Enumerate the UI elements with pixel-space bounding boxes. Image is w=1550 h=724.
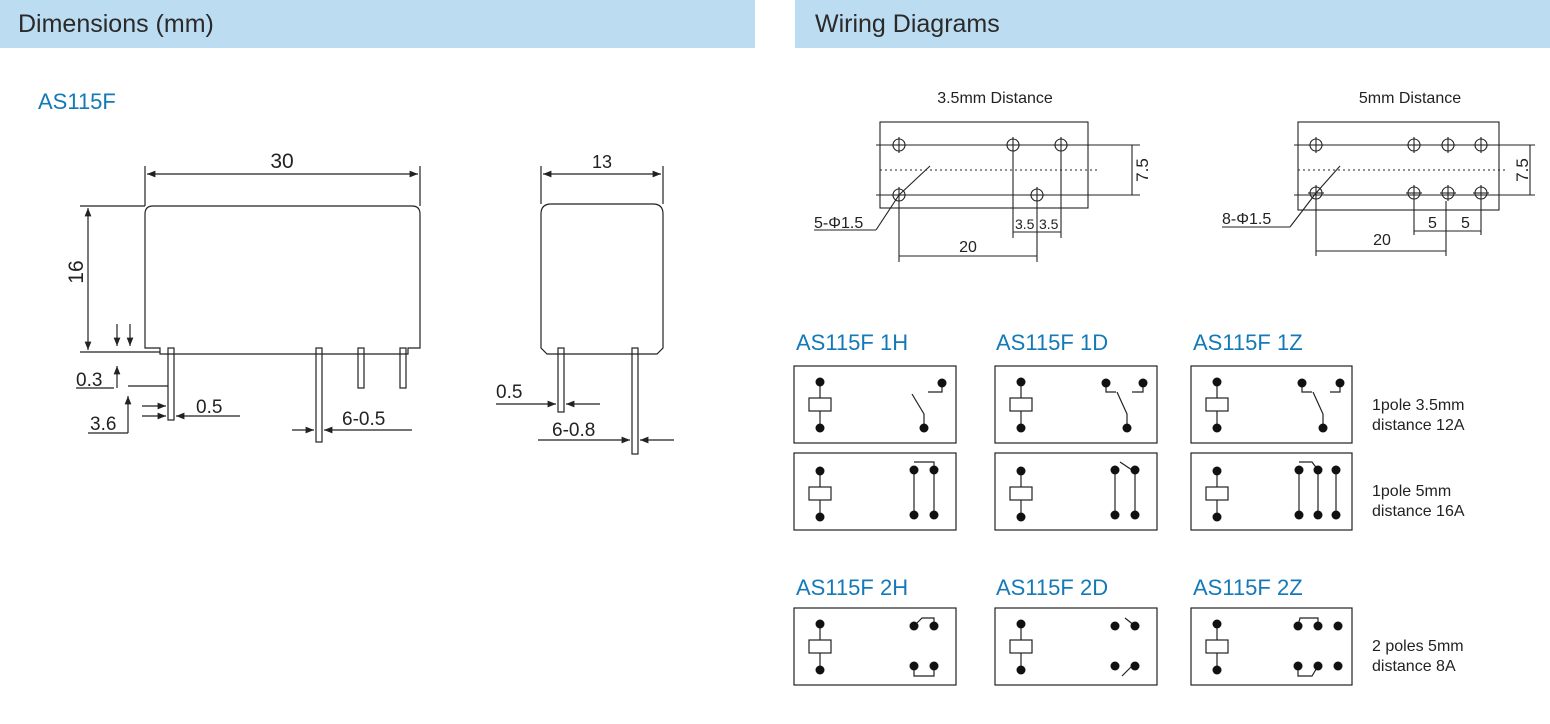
model-1d-title: AS115F 1D	[996, 330, 1109, 355]
pcb-layout-5mm	[1222, 121, 1535, 256]
pcb-5-title: 5mm Distance	[1359, 90, 1461, 107]
schematic-1d-row2	[994, 452, 1158, 531]
model-2z-title: AS115F 2Z	[1193, 575, 1303, 600]
note-row1-a: 1pole 3.5mm	[1372, 397, 1465, 414]
schematic-1d-row1	[994, 365, 1158, 444]
note-row2-a: 1pole 5mm	[1372, 483, 1451, 500]
schematic-2d	[994, 607, 1158, 686]
schematic-1h-row1	[793, 365, 957, 444]
front-width-label: 30	[270, 150, 293, 173]
note-row1-b: distance 12A	[1372, 417, 1465, 434]
dimensions-header: Dimensions (mm)	[0, 0, 755, 48]
model-1z-title: AS115F 1Z	[1193, 330, 1303, 355]
pcb-35-span: 20	[959, 239, 977, 256]
coil-symbols	[808, 382, 1229, 670]
pin-width-label: 0.5	[196, 397, 222, 418]
front-view	[76, 166, 421, 443]
pin-1	[167, 347, 175, 421]
pcb-5-holes: 8-Φ1.5	[1222, 211, 1271, 228]
pcb-35-holes: 5-Φ1.5	[814, 215, 863, 232]
model-2d-title: AS115F 2D	[996, 575, 1109, 600]
relay-body-front	[144, 205, 421, 355]
model-2h-title: AS115F 2H	[796, 575, 909, 600]
pcb-layout-35mm	[814, 121, 1140, 262]
contact-symbols	[911, 383, 1341, 677]
side-pin-2	[631, 347, 639, 455]
pin-length-label: 3.6	[90, 414, 116, 435]
note-row3-b: distance 8A	[1372, 658, 1456, 675]
side-pin-1	[557, 347, 565, 413]
note-row2-b: distance 16A	[1372, 503, 1465, 520]
schematic-1z-row2	[1190, 452, 1353, 531]
pcb-35-spacing-b: 3.5	[1039, 216, 1059, 232]
schematic-1z-row1	[1190, 365, 1353, 444]
side-pin-width-b-label: 6-0.8	[552, 420, 595, 441]
wiring-header: Wiring Diagrams	[795, 0, 1550, 48]
pcb-35-title: 3.5mm Distance	[937, 90, 1053, 107]
dimensions-model-title: AS115F	[38, 89, 116, 114]
pcb-5-spacing-a: 5	[1428, 215, 1437, 232]
model-1h-title: AS115F 1H	[796, 330, 909, 355]
note-row3-a: 2 poles 5mm	[1372, 638, 1464, 655]
schematic-1h-row2	[793, 452, 957, 531]
contact-dots	[815, 377, 1345, 675]
schematic-2z	[1190, 607, 1353, 686]
front-height-label: 16	[65, 260, 88, 283]
pcb-5-span: 20	[1373, 232, 1391, 249]
side-pin-width-label: 0.5	[496, 382, 522, 403]
pin-3	[357, 347, 365, 389]
relay-body-side	[540, 203, 664, 355]
pin-2	[315, 347, 323, 443]
side-view	[496, 166, 674, 455]
side-width-label: 13	[592, 152, 612, 172]
pcb-5-vertical: 7.5	[1513, 158, 1532, 182]
pin-offset-label: 0.3	[76, 370, 102, 391]
pcb-5-spacing-b: 5	[1461, 215, 1470, 232]
pin-width-b-label: 6-0.5	[342, 409, 385, 430]
schematic-2h	[793, 607, 957, 686]
pcb-35-spacing-a: 3.5	[1015, 216, 1035, 232]
pin-4	[399, 347, 407, 389]
pcb-35-vertical: 7.5	[1133, 158, 1152, 182]
